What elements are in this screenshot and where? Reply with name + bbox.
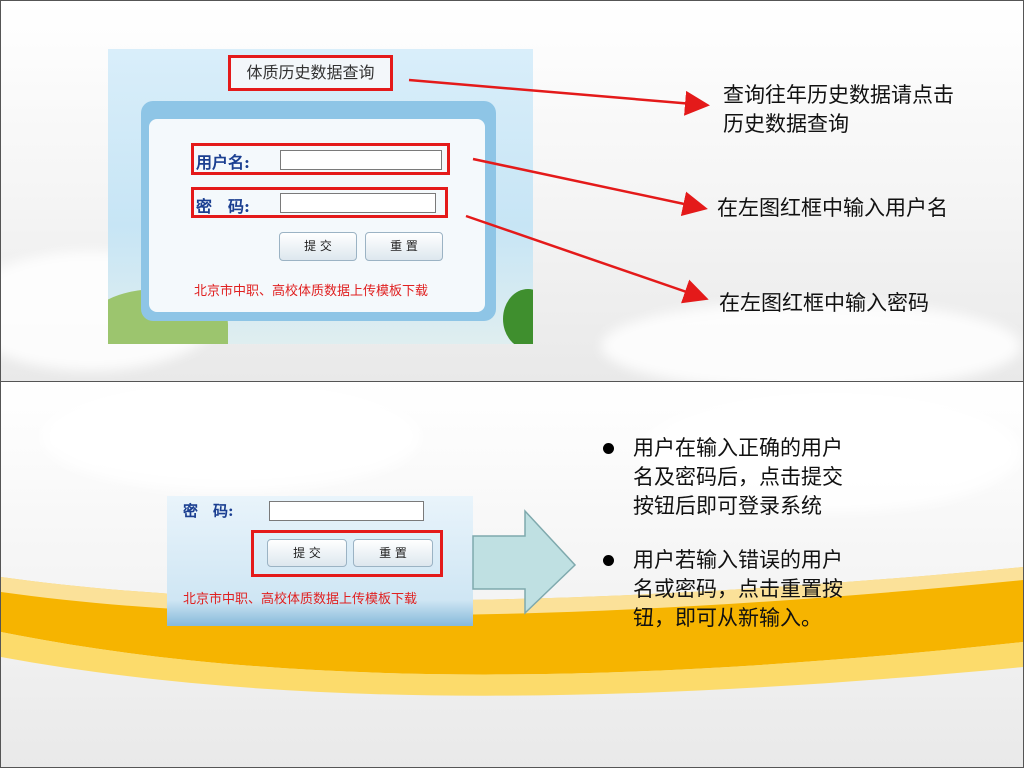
arrow-history xyxy=(408,78,710,116)
bullet-icon xyxy=(603,555,614,566)
submit-button[interactable]: 提 交 xyxy=(279,232,357,261)
cloud-decoration xyxy=(41,382,421,492)
username-label: 用户名: xyxy=(196,153,250,172)
submit-button[interactable]: 提 交 xyxy=(267,539,347,567)
arrow-username xyxy=(472,157,708,217)
password-highlight-frame xyxy=(191,187,448,218)
template-download-link[interactable]: 北京市中职、高校体质数据上传模板下载 xyxy=(183,592,418,607)
slide-bottom: 密 码: 提 交 重 置 北京市中职、高校体质数据上传模板下载 用户在输入正确的… xyxy=(0,381,1024,768)
annotation-arrows xyxy=(408,78,710,304)
password-label: 密 码: xyxy=(196,197,250,216)
password-input[interactable] xyxy=(269,501,424,521)
reset-button[interactable]: 重 置 xyxy=(365,232,443,261)
login-screenshot: 体质历史数据查询 用户名: 密 码: 提 交 重 置 北京市中职、高校体质数据上… xyxy=(108,49,533,344)
slide-top: 体质历史数据查询 用户名: 密 码: 提 交 重 置 北京市中职、高校体质数据上… xyxy=(0,0,1024,382)
login-buttons-screenshot: 密 码: 提 交 重 置 北京市中职、高校体质数据上传模板下载 xyxy=(167,496,473,626)
right-arrow-icon xyxy=(472,509,577,615)
instruction-list: 用户在输入正确的用户名及密码后，点击提交按钮后即可登录系统 用户若输入错误的用户… xyxy=(601,434,851,658)
history-query-tab[interactable]: 体质历史数据查询 xyxy=(228,55,393,91)
reset-button[interactable]: 重 置 xyxy=(353,539,433,567)
list-item: 用户在输入正确的用户名及密码后，点击提交按钮后即可登录系统 xyxy=(601,434,851,521)
password-input[interactable] xyxy=(280,193,436,213)
buttons-highlight-frame xyxy=(251,530,443,577)
cloud-decoration xyxy=(641,392,1021,512)
bullet-text: 用户在输入正确的用户名及密码后，点击提交按钮后即可登录系统 xyxy=(633,436,843,518)
note-password: 在左图红框中输入密码 xyxy=(719,291,929,315)
swoosh-band-light xyxy=(1,632,1023,696)
direction-arrow xyxy=(472,509,577,615)
username-input[interactable] xyxy=(280,150,442,170)
template-download-link[interactable]: 北京市中职、高校体质数据上传模板下载 xyxy=(194,284,429,299)
bullet-text: 用户若输入错误的用户名或密码，点击重置按钮，即可从新输入。 xyxy=(633,548,843,630)
cloud-decoration xyxy=(601,301,1021,381)
password-label: 密 码: xyxy=(183,502,234,520)
note-history-query: 查询往年历史数据请点击历史数据查询 xyxy=(723,83,954,136)
bullet-icon xyxy=(603,443,614,454)
list-item: 用户若输入错误的用户名或密码，点击重置按钮，即可从新输入。 xyxy=(601,546,851,633)
note-username: 在左图红框中输入用户名 xyxy=(717,196,948,220)
username-highlight-frame xyxy=(191,143,450,175)
arrow-password xyxy=(465,214,709,304)
